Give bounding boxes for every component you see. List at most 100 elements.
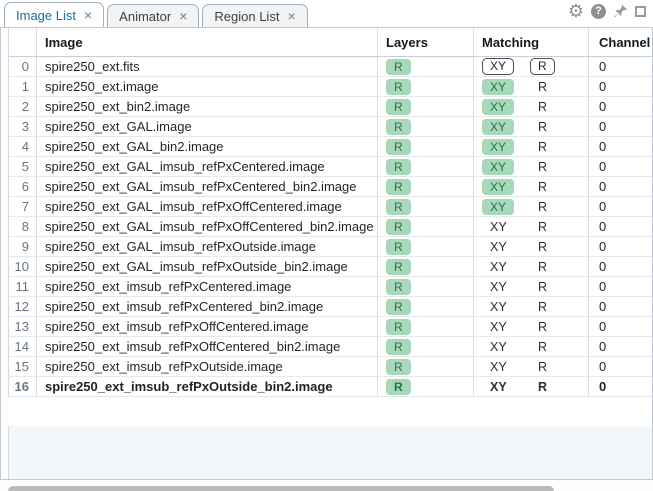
matching-xy-toggle[interactable]: XY (482, 58, 515, 75)
matching-r-toggle[interactable]: R (538, 279, 548, 294)
table-header: Image Layers Matching Channel (9, 28, 652, 57)
matching-xy-toggle[interactable]: XY (490, 279, 507, 294)
matching-xy-toggle[interactable]: XY (482, 138, 515, 155)
gear-icon[interactable]: ⚙ (567, 1, 584, 21)
layer-badge-r[interactable]: R (386, 378, 411, 395)
window-controls: ⚙ ? (567, 1, 646, 21)
horizontal-scrollbar[interactable] (0, 480, 653, 491)
layer-badge-r[interactable]: R (386, 118, 411, 135)
layer-badge-r[interactable]: R (386, 178, 411, 195)
tab-image-list[interactable]: Image List × (4, 2, 105, 27)
matching-r-toggle[interactable]: R (538, 199, 548, 214)
layer-badge-r[interactable]: R (386, 358, 411, 375)
matching-r-toggle[interactable]: R (538, 359, 548, 374)
row-index: 15 (9, 357, 37, 376)
matching-r-toggle[interactable]: R (538, 219, 548, 234)
matching-xy-toggle[interactable]: XY (490, 319, 507, 334)
matching-xy-toggle[interactable]: XY (490, 219, 507, 234)
matching-r-toggle[interactable]: R (538, 339, 548, 354)
layer-badge-r[interactable]: R (386, 138, 411, 155)
matching-xy-toggle[interactable]: XY (490, 379, 507, 394)
channel-value: 0 (599, 299, 607, 314)
layer-badge-r[interactable]: R (386, 198, 411, 215)
row-index: 3 (9, 117, 37, 136)
close-icon[interactable]: × (83, 7, 93, 23)
matching-xy-toggle[interactable]: XY (482, 98, 515, 115)
layer-badge-r[interactable]: R (386, 78, 411, 95)
matching-xy-toggle[interactable]: XY (490, 299, 507, 314)
matching-xy-toggle[interactable]: XY (490, 259, 507, 274)
help-icon[interactable]: ? (591, 3, 606, 19)
matching-xy-wrap: XY (482, 138, 530, 155)
layer-badge-r[interactable]: R (386, 318, 411, 335)
layer-badge-r[interactable]: R (386, 238, 411, 255)
expand-icon[interactable] (635, 5, 646, 17)
tab-animator[interactable]: Animator × (107, 4, 200, 27)
close-icon[interactable]: × (287, 8, 296, 24)
pin-icon[interactable] (613, 4, 628, 19)
matching-xy-toggle[interactable]: XY (490, 359, 507, 374)
layers-cell: R (378, 177, 474, 196)
column-header-channel[interactable]: Channel (599, 34, 651, 50)
scrollbar-thumb[interactable] (8, 486, 554, 491)
matching-r-toggle[interactable]: R (538, 379, 548, 394)
column-header-layers[interactable]: Layers (378, 28, 474, 56)
layer-badge-r[interactable]: R (386, 298, 411, 315)
matching-r-toggle[interactable]: R (538, 99, 548, 114)
matching-xy-toggle[interactable]: XY (482, 118, 515, 135)
layer-badge-r[interactable]: R (386, 278, 411, 295)
matching-r-toggle[interactable]: R (530, 58, 555, 75)
matching-xy-toggle[interactable]: XY (482, 178, 515, 195)
matching-r-toggle[interactable]: R (538, 299, 548, 314)
layers-cell: R (378, 317, 474, 336)
layer-badge-r[interactable]: R (386, 258, 411, 275)
layer-badge-r[interactable]: R (386, 58, 411, 75)
layer-badge-r[interactable]: R (386, 158, 411, 175)
matching-cell: XY R (474, 137, 589, 156)
layer-badge-r[interactable]: R (386, 98, 411, 115)
column-header-image[interactable]: Image (37, 28, 378, 56)
matching-r-toggle[interactable]: R (538, 139, 548, 154)
row-index: 5 (9, 157, 37, 176)
image-name: spire250_ext_GAL_imsub_refPxOffCentered.… (37, 197, 378, 216)
layer-badge-r[interactable]: R (386, 218, 411, 235)
matching-r-toggle[interactable]: R (538, 79, 548, 94)
matching-xy-toggle[interactable]: XY (482, 198, 515, 215)
matching-r-toggle[interactable]: R (538, 179, 548, 194)
row-index: 14 (9, 337, 37, 356)
layer-badge-r[interactable]: R (386, 338, 411, 355)
matching-xy-toggle[interactable]: XY (482, 78, 515, 95)
matching-cell: XY R (474, 377, 589, 396)
matching-xy-toggle[interactable]: XY (490, 239, 507, 254)
column-header-matching[interactable]: Matching (474, 28, 589, 56)
matching-xy-wrap: XY (482, 360, 530, 374)
matching-xy-toggle[interactable]: XY (482, 158, 515, 175)
matching-r-toggle[interactable]: R (538, 119, 548, 134)
layers-cell: R (378, 97, 474, 116)
matching-xy-toggle[interactable]: XY (490, 339, 507, 354)
tab-region-list[interactable]: Region List × (202, 4, 308, 27)
matching-r-toggle[interactable]: R (538, 159, 548, 174)
matching-r-toggle[interactable]: R (538, 319, 548, 334)
matching-r-toggle[interactable]: R (538, 239, 548, 254)
close-icon[interactable]: × (179, 8, 188, 24)
matching-r-toggle[interactable]: R (538, 259, 548, 274)
